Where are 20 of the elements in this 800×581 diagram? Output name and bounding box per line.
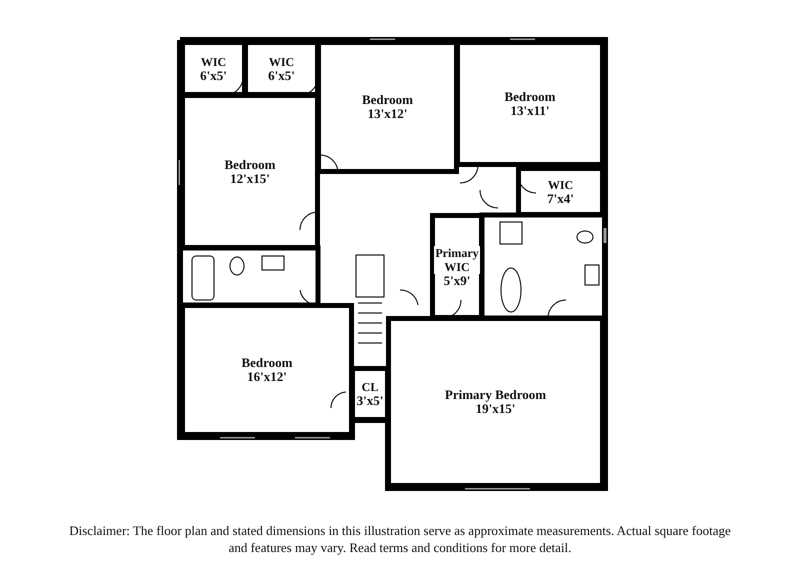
room-name: Bedroom	[240, 356, 294, 370]
room-dimensions: 13'x12'	[366, 107, 408, 121]
room	[386, 316, 605, 488]
room-dimensions: 7'x4'	[546, 192, 575, 206]
room-name: Primary WIC	[434, 246, 480, 274]
room-dimensions: 5'x9'	[442, 274, 472, 288]
room-name: Bedroom	[503, 90, 557, 104]
room-dimensions: 6'x5'	[267, 68, 296, 82]
disclaimer-text: Disclaimer: The floor plan and stated dimensions in this illustration serve as approximate measurements. Actual square footage and features may vary. Read terms and conditions for more detail.	[68, 522, 732, 556]
room-dimensions: 12'x15'	[229, 172, 271, 186]
room-name: Primary Bedroom	[444, 388, 548, 402]
room-name: CL	[360, 380, 380, 394]
room-dimensions: 3'x5'	[356, 394, 384, 408]
room-dimensions: 13'x11'	[509, 104, 550, 118]
room-dimensions: 19'x15'	[474, 402, 516, 416]
room-dimensions: 16'x12'	[246, 370, 288, 384]
room-name: Bedroom	[360, 93, 414, 107]
room-name: Bedroom	[223, 158, 277, 172]
room-dimensions: 6'x5'	[199, 68, 228, 82]
room	[180, 303, 354, 437]
